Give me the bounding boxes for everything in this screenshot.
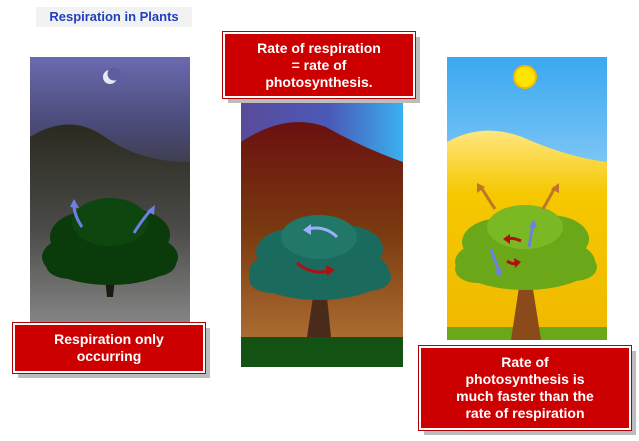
night-scene [30, 57, 190, 332]
night-panel [30, 57, 190, 332]
dusk-scene [241, 97, 403, 367]
caption-line: Rate of respiration [257, 39, 381, 56]
caption-line: = rate of [291, 56, 347, 73]
diagram-title: Respiration in Plants [36, 7, 192, 27]
dusk-panel [241, 97, 403, 367]
caption-line: occurring [76, 348, 142, 364]
day-scene [447, 57, 607, 340]
caption-line: rate of respiration [465, 405, 585, 421]
day-tree [455, 205, 597, 340]
photosynthesis-arrowhead [514, 258, 521, 268]
respiration-arrowhead [494, 269, 503, 277]
respiration-arrowhead [70, 199, 79, 208]
caption-line: Rate of [501, 354, 549, 370]
caption-line: much faster than the [456, 388, 594, 404]
dusk-grass [241, 337, 403, 367]
day-panel [447, 57, 607, 340]
caption-line: photosynthesis is [465, 371, 585, 387]
moon-icon [103, 67, 121, 84]
night-tree [42, 198, 178, 297]
day-caption: Rate of photosynthesis is much faster th… [418, 345, 632, 431]
dusk-caption: Rate of respiration = rate of photosynth… [222, 31, 416, 99]
photosynthesis-arrowhead [503, 234, 510, 244]
respiration-arrowhead [303, 224, 311, 235]
respiration-arrowhead [529, 219, 537, 228]
oxygen-arrowhead [551, 183, 559, 193]
sun-icon [513, 65, 537, 89]
photosynthesis-arrowhead [326, 265, 335, 276]
caption-line: Respiration only [54, 331, 164, 347]
respiration-arrowhead [147, 205, 155, 215]
night-caption: Respiration only occurring [12, 322, 206, 374]
caption-line: photosynthesis. [265, 73, 373, 90]
photosynthesis-arrow [296, 261, 330, 274]
oxygen-arrowhead [477, 183, 485, 193]
